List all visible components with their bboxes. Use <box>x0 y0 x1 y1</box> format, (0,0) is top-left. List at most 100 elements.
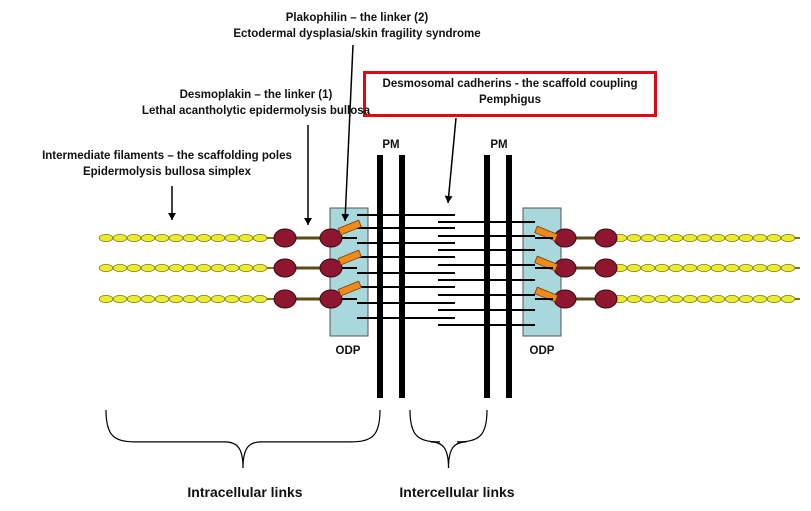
arrow-plakophilin <box>344 44 354 222</box>
filament-bead <box>668 294 684 303</box>
brace-intracellular <box>105 409 381 469</box>
filament-bead <box>182 294 198 303</box>
filament-bead <box>126 233 142 242</box>
filament-bead <box>724 233 740 242</box>
plakophilin-disease: Ectodermal dysplasia/skin fragility synd… <box>233 28 481 40</box>
arrow-plakophilin-head <box>341 213 350 221</box>
intermediate-filaments-name: Intermediate filaments – the scaffolding… <box>42 150 292 162</box>
filament-bead <box>210 233 226 242</box>
filament-bead <box>780 263 796 272</box>
filament-bead <box>780 294 796 303</box>
filament-bead <box>224 233 240 242</box>
filament-bead <box>668 263 684 272</box>
filament-bead <box>654 233 670 242</box>
filament-bead <box>238 263 254 272</box>
plasma-membrane-bar-3 <box>484 155 490 398</box>
filament-bead <box>154 263 170 272</box>
arrow-cadherin <box>447 117 457 204</box>
filament-bead <box>682 294 698 303</box>
filament-bead <box>724 263 740 272</box>
filament-bead <box>626 263 642 272</box>
filament-bead <box>752 263 768 272</box>
filament-bead <box>766 294 782 303</box>
desmoplakin-head-left-outer-1 <box>273 228 297 248</box>
filament-bead <box>98 233 114 242</box>
filament-bead <box>168 233 184 242</box>
filament-bead <box>154 294 170 303</box>
filament-bead <box>196 263 212 272</box>
desmoplakin-head-right-outer-2 <box>594 258 618 278</box>
odp-right-label: ODP <box>529 345 555 357</box>
intercellular-links-label: Intercellular links <box>399 484 515 500</box>
filament-bead <box>710 233 726 242</box>
plakophilin-left-3 <box>337 280 362 297</box>
intermediate-filaments-label: Intermediate filaments – the scaffolding… <box>2 148 332 180</box>
brace-intercellular <box>409 409 488 469</box>
cadherin-name: Desmosomal cadherins - the scaffold coup… <box>382 78 638 90</box>
filament-bead <box>112 294 128 303</box>
filament-bead <box>668 233 684 242</box>
filament-bead <box>766 233 782 242</box>
pm-right-label: PM <box>490 139 508 151</box>
filament-bead <box>98 294 114 303</box>
intracellular-links-label: Intracellular links <box>187 484 303 500</box>
desmoplakin-head-left-inner-1 <box>319 228 343 248</box>
desmoplakin-disease: Lethal acantholytic epidermolysis bullos… <box>141 105 371 117</box>
plakophilin-name: Plakophilin – the linker (2) <box>285 12 429 24</box>
pm-left-label: PM <box>382 139 400 151</box>
filament-bead <box>238 294 254 303</box>
filament-bead <box>752 233 768 242</box>
arrow-cadherin-head <box>444 195 453 203</box>
filament-bead <box>224 263 240 272</box>
filament-bead <box>112 263 128 272</box>
plakophilin-left-1 <box>337 219 362 236</box>
filament-bead <box>224 294 240 303</box>
desmoplakin-head-right-inner-2 <box>553 258 577 278</box>
filament-bead <box>126 263 142 272</box>
desmoplakin-head-left-outer-3 <box>273 289 297 309</box>
filament-bead <box>682 263 698 272</box>
filament-bead <box>696 294 712 303</box>
filament-bead <box>126 294 142 303</box>
cadherin-disease: Pemphigus <box>479 94 541 106</box>
filament-bead <box>696 233 712 242</box>
filament-bead <box>626 233 642 242</box>
filament-bead <box>168 294 184 303</box>
filament-bead <box>738 263 754 272</box>
filament-bead <box>738 233 754 242</box>
filament-bead <box>252 233 268 242</box>
filament-bead <box>780 233 796 242</box>
desmoplakin-label: Desmoplakin – the linker (1) Lethal acan… <box>106 87 406 119</box>
desmoplakin-head-left-inner-3 <box>319 289 343 309</box>
desmoplakin-head-right-inner-3 <box>553 289 577 309</box>
filament-bead <box>182 233 198 242</box>
plasma-membrane-bar-4 <box>506 155 512 398</box>
filament-bead <box>98 263 114 272</box>
plakophilin-label: Plakophilin – the linker (2) Ectodermal … <box>207 10 507 42</box>
filament-bead <box>752 294 768 303</box>
filament-bead <box>654 263 670 272</box>
filament-bead <box>640 263 656 272</box>
filament-bead <box>238 233 254 242</box>
arrow-desmoplakin-head <box>304 218 312 225</box>
filament-bead <box>766 263 782 272</box>
filament-bead <box>112 233 128 242</box>
filament-bead <box>710 294 726 303</box>
filament-bead <box>168 263 184 272</box>
desmoplakin-head-right-outer-1 <box>594 228 618 248</box>
odp-left-label: ODP <box>335 345 361 357</box>
filament-bead <box>252 294 268 303</box>
filament-bead <box>738 294 754 303</box>
filament-bead <box>654 294 670 303</box>
filament-bead <box>196 294 212 303</box>
filament-bead <box>210 263 226 272</box>
filament-bead <box>210 294 226 303</box>
filament-bead <box>196 233 212 242</box>
cadherin-highlight-box <box>363 71 657 117</box>
filament-bead <box>710 263 726 272</box>
desmoplakin-head-left-inner-2 <box>319 258 343 278</box>
plasma-membrane-bar-1 <box>377 155 383 398</box>
arrow-intermediate-filaments-head <box>168 213 176 220</box>
